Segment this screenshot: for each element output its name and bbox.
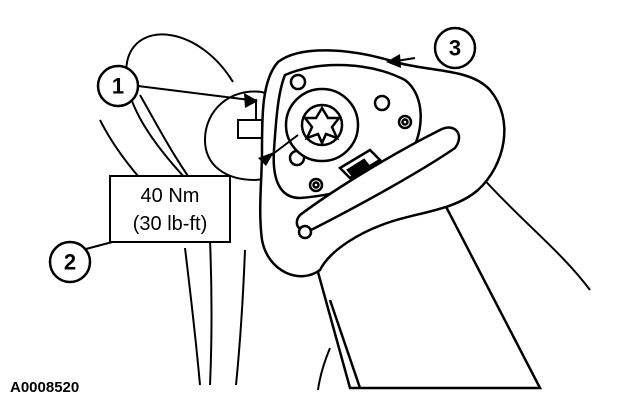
torx-bolt — [284, 87, 360, 163]
figure-code: A0008520 — [10, 379, 79, 396]
leader-arrowheads — [244, 54, 401, 166]
torque-spec-box: 40 Nm (30 lb-ft) — [109, 175, 231, 243]
callout-circle — [96, 64, 140, 108]
callout-circle — [433, 26, 477, 70]
arrowhead-2 — [258, 152, 274, 166]
torque-metric: 40 Nm — [141, 185, 200, 207]
callout-label: 2 — [64, 250, 76, 275]
torque-imperial: (30 lb-ft) — [133, 213, 207, 235]
callout-2: 2 — [48, 240, 92, 284]
callout-circle — [48, 240, 92, 284]
arrowhead-1 — [244, 93, 258, 108]
callout-1: 1 — [96, 64, 140, 108]
seat-outline — [99, 33, 591, 391]
callout-label: 1 — [112, 74, 124, 99]
callout-label: 3 — [449, 36, 461, 61]
arrowhead-3 — [386, 54, 401, 68]
callout-3: 3 — [433, 26, 477, 70]
leader-line-1 — [137, 85, 251, 101]
